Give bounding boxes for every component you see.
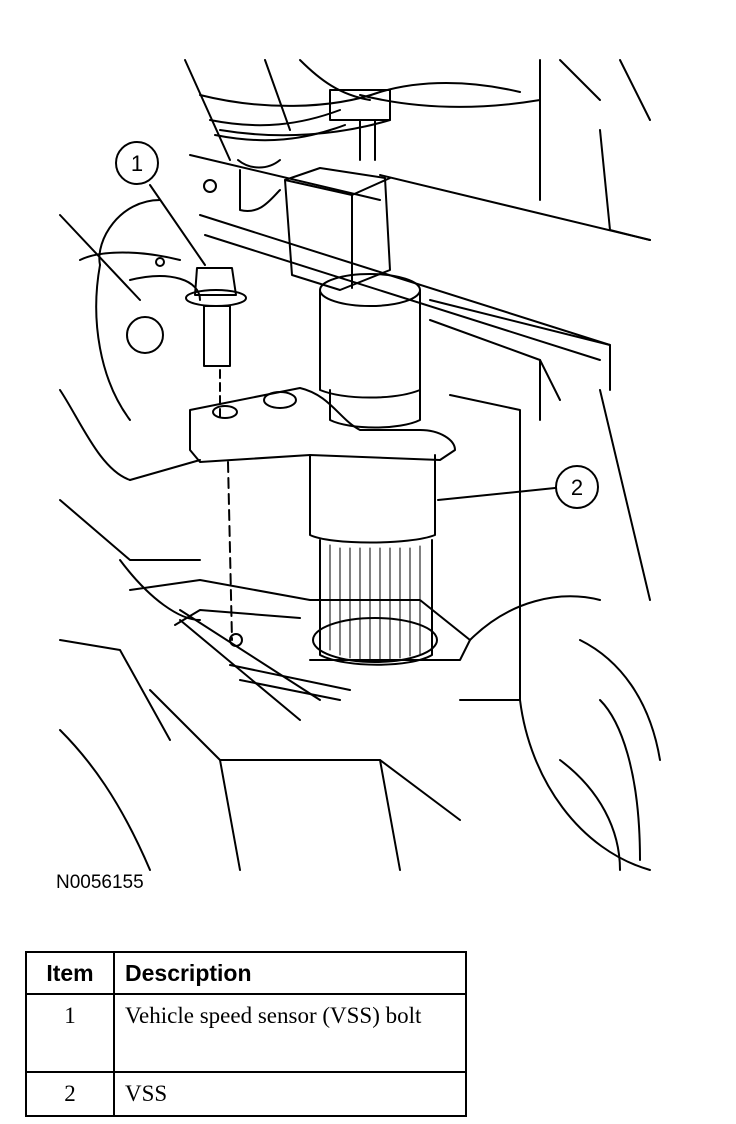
vss-technical-illustration: 1 2 xyxy=(59,59,661,871)
callout-1: 1 xyxy=(115,141,159,185)
legend-item-description: VSS xyxy=(113,1071,467,1117)
figure-id-label: N0056155 xyxy=(56,872,144,893)
callout-1-label: 1 xyxy=(131,151,143,176)
callout-2: 2 xyxy=(555,465,599,509)
legend-header-description: Description xyxy=(113,951,467,995)
sensor-connector xyxy=(284,167,391,291)
legend-header-row: Item Description xyxy=(25,951,467,995)
callout-2-label: 2 xyxy=(571,475,583,500)
engine-housing-lines xyxy=(59,59,661,871)
vss-bolt-illustration xyxy=(185,267,247,421)
table-row: 1 Vehicle speed sensor (VSS) bolt xyxy=(25,993,467,1073)
mounting-flange xyxy=(189,387,456,463)
legend-header-item: Item xyxy=(25,951,115,995)
table-row: 2 VSS xyxy=(25,1071,467,1117)
legend-table: Item Description 1 Vehicle speed sensor … xyxy=(25,951,467,1117)
wiring-harness xyxy=(209,89,391,212)
callout-1-leader-line xyxy=(149,184,206,266)
sensor-body xyxy=(319,273,421,429)
bolt-path-dashed-line xyxy=(227,461,233,641)
callout-2-leader-line xyxy=(437,487,556,501)
sensor-shaft xyxy=(309,454,436,666)
legend-item-number: 2 xyxy=(25,1071,115,1117)
sensor-bore xyxy=(129,579,471,663)
legend-item-description: Vehicle speed sensor (VSS) bolt xyxy=(113,993,467,1073)
legend-item-number: 1 xyxy=(25,993,115,1073)
